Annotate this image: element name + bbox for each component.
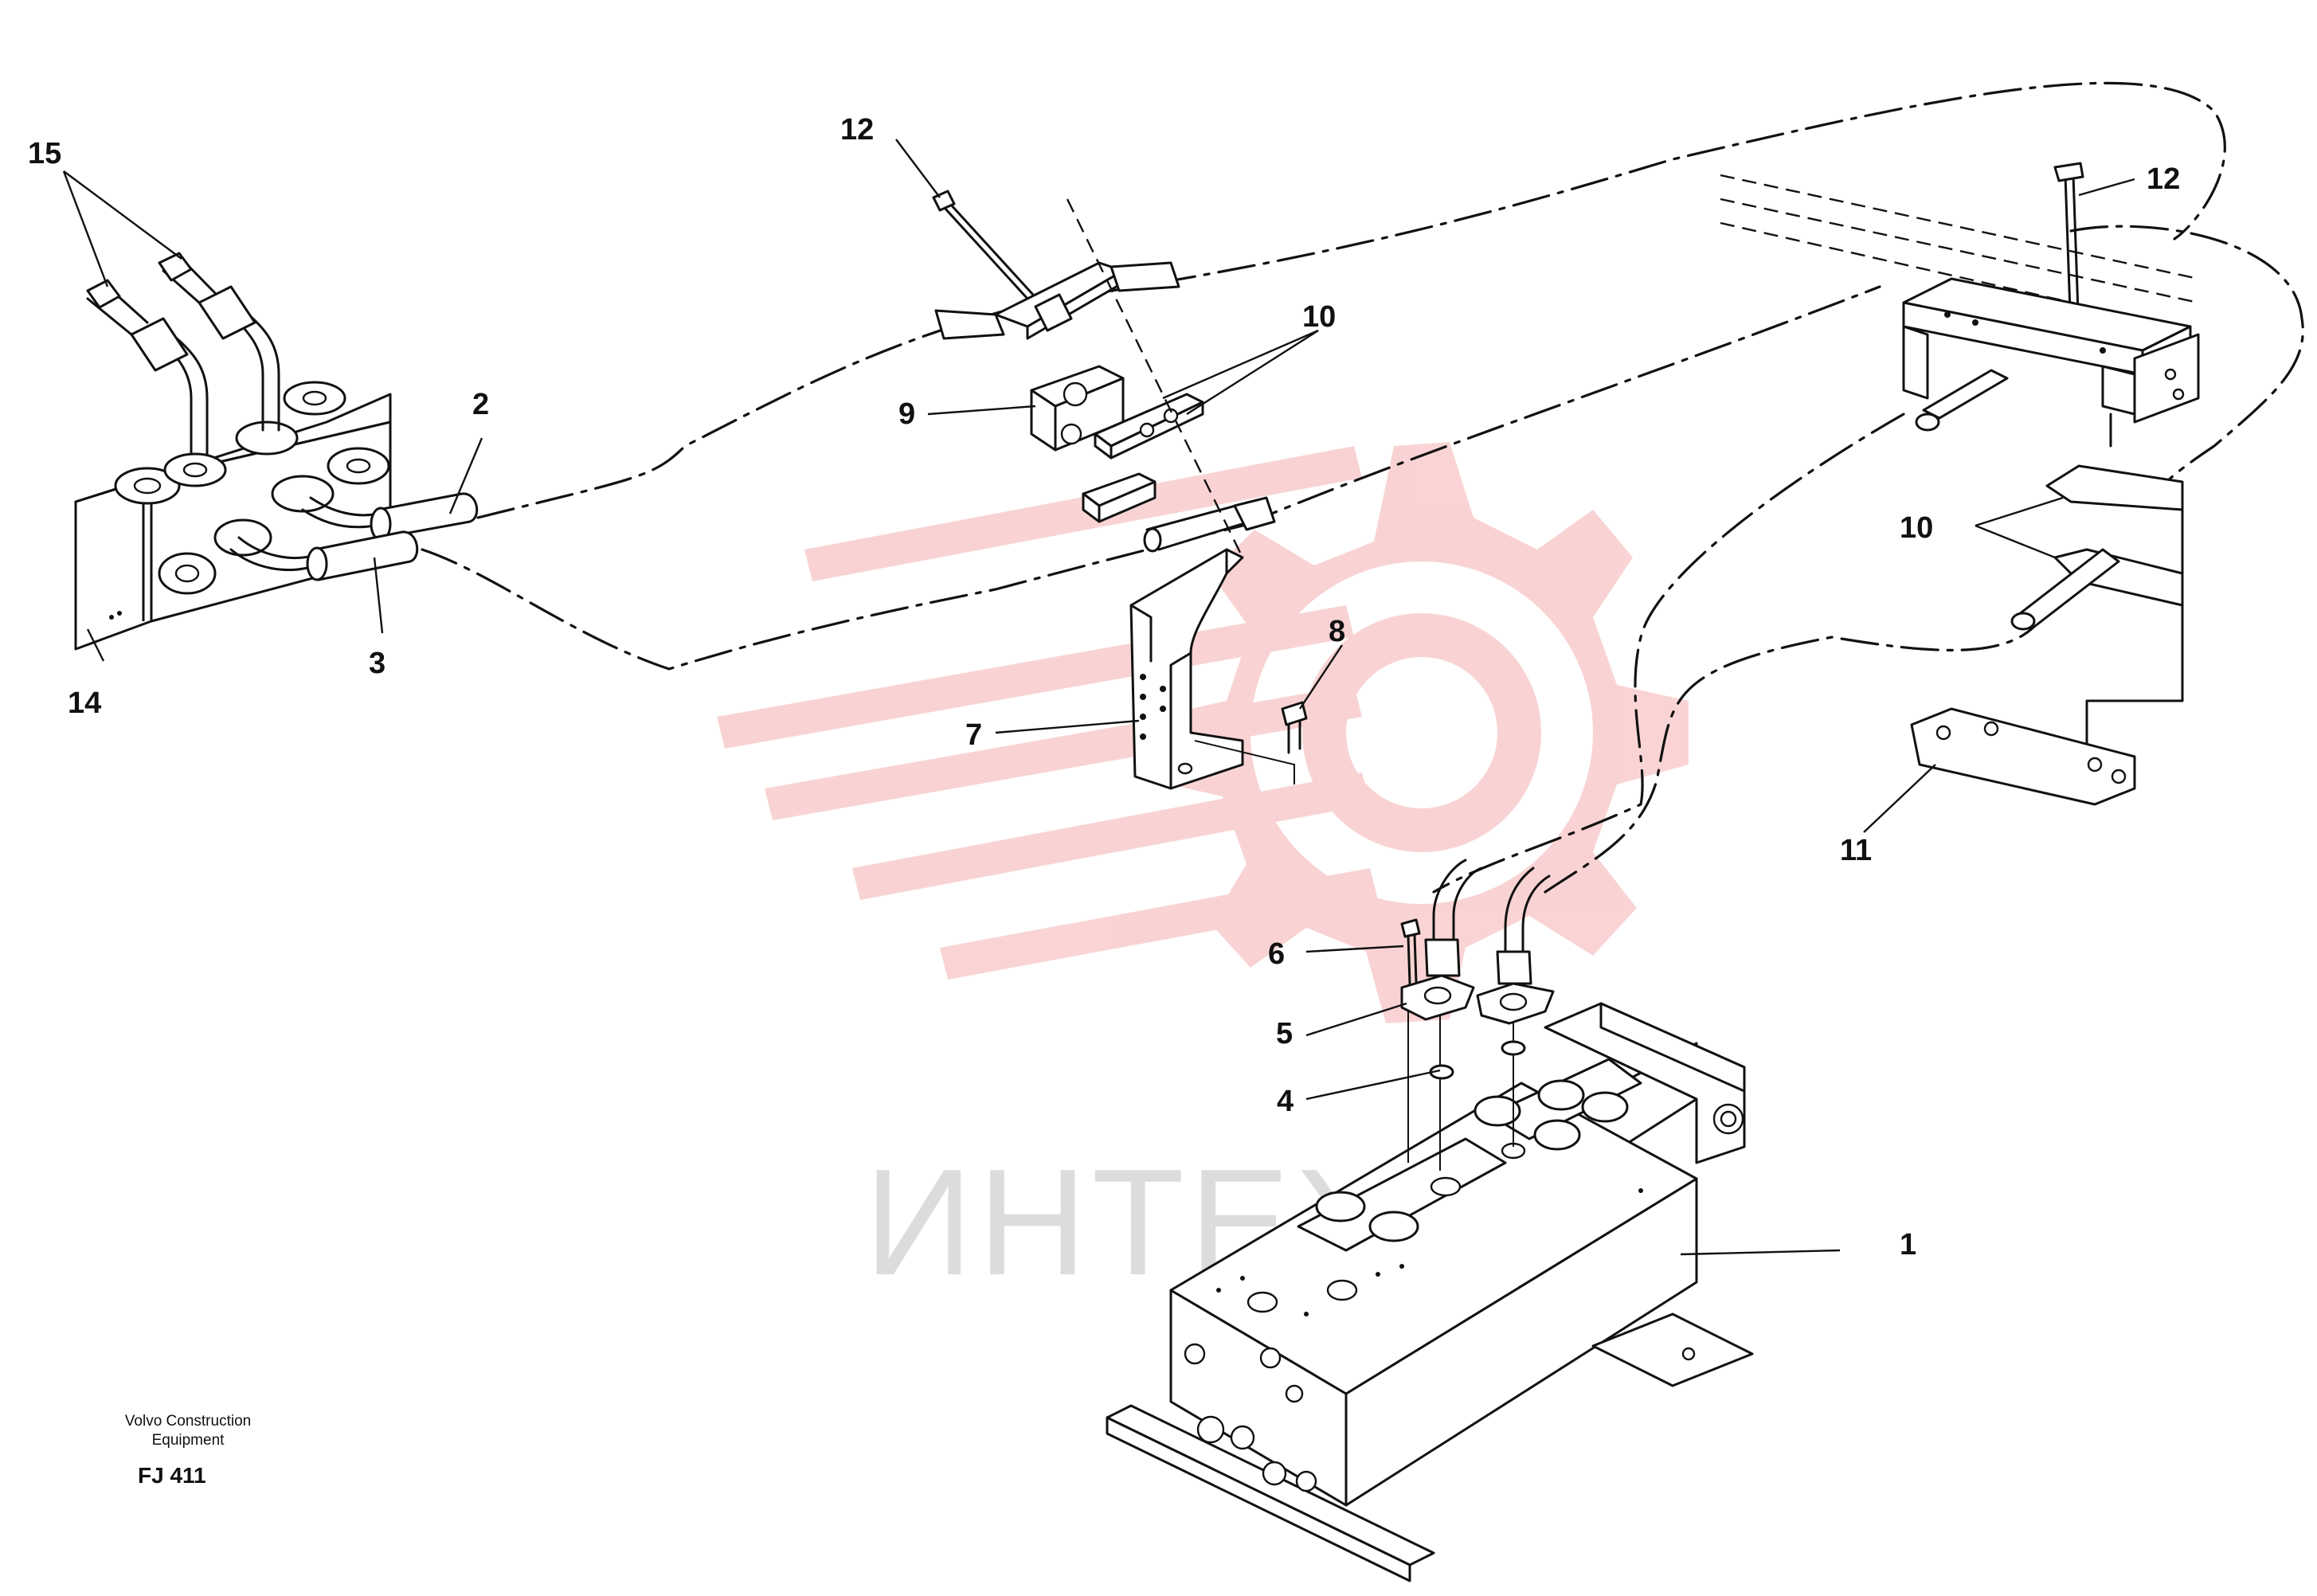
label-10-right: 10 xyxy=(1900,511,1933,545)
footer: Volvo Construction Equipment FJ 411 xyxy=(125,1413,251,1488)
oring-part-4 xyxy=(1429,1040,1526,1080)
clamp-assembly-right xyxy=(1720,174,2200,448)
screw-part-6 xyxy=(1400,918,1514,1171)
main-valve-block-part-1 xyxy=(1106,1002,1841,1582)
footer-drawing-code: FJ 411 xyxy=(138,1463,206,1488)
label-12-right: 12 xyxy=(2147,162,2180,196)
clamp-tube-center xyxy=(1143,496,1276,553)
label-7: 7 xyxy=(965,718,982,752)
label-11: 11 xyxy=(1840,834,1872,867)
label-12-left: 12 xyxy=(840,113,874,147)
label-4: 4 xyxy=(1277,1085,1294,1118)
valve-block-part-14 xyxy=(74,381,392,651)
label-6: 6 xyxy=(1268,937,1285,971)
bracket-part-7 xyxy=(1129,548,1244,790)
flange-part-5 xyxy=(1400,974,1555,1025)
label-15: 15 xyxy=(28,137,61,170)
clamp-lower-small xyxy=(1082,472,1157,523)
clamp-part-10-right xyxy=(2010,464,2184,766)
footer-company-line1: Volvo Construction xyxy=(125,1413,251,1430)
label-5: 5 xyxy=(1276,1017,1293,1050)
label-10-center: 10 xyxy=(1302,300,1336,334)
bolt-part-12-left xyxy=(932,190,1035,300)
label-1: 1 xyxy=(1900,1228,1916,1262)
hoses-part-15 xyxy=(86,252,280,456)
plate-part-11 xyxy=(1910,707,2136,806)
clamp-plate-upper xyxy=(934,261,1180,340)
hose-fitting-part-2 xyxy=(301,492,479,542)
watermark-gear-logo xyxy=(717,442,1689,1023)
label-9: 9 xyxy=(898,397,915,431)
hose-fitting-part-3 xyxy=(229,530,419,581)
label-3: 3 xyxy=(369,647,386,680)
callout-labels: 15 14 2 3 12 10 9 7 8 12 10 11 6 5 4 1 xyxy=(28,113,2180,1262)
footer-company-line2: Equipment xyxy=(152,1432,225,1449)
label-8: 8 xyxy=(1329,615,1345,648)
clamp-part-10-center xyxy=(1094,393,1204,460)
label-2: 2 xyxy=(472,388,489,421)
routing-lines xyxy=(421,81,2304,894)
leader-lines xyxy=(62,139,2135,1101)
label-14: 14 xyxy=(68,687,101,720)
hoses-to-main-valve xyxy=(1424,859,1551,985)
